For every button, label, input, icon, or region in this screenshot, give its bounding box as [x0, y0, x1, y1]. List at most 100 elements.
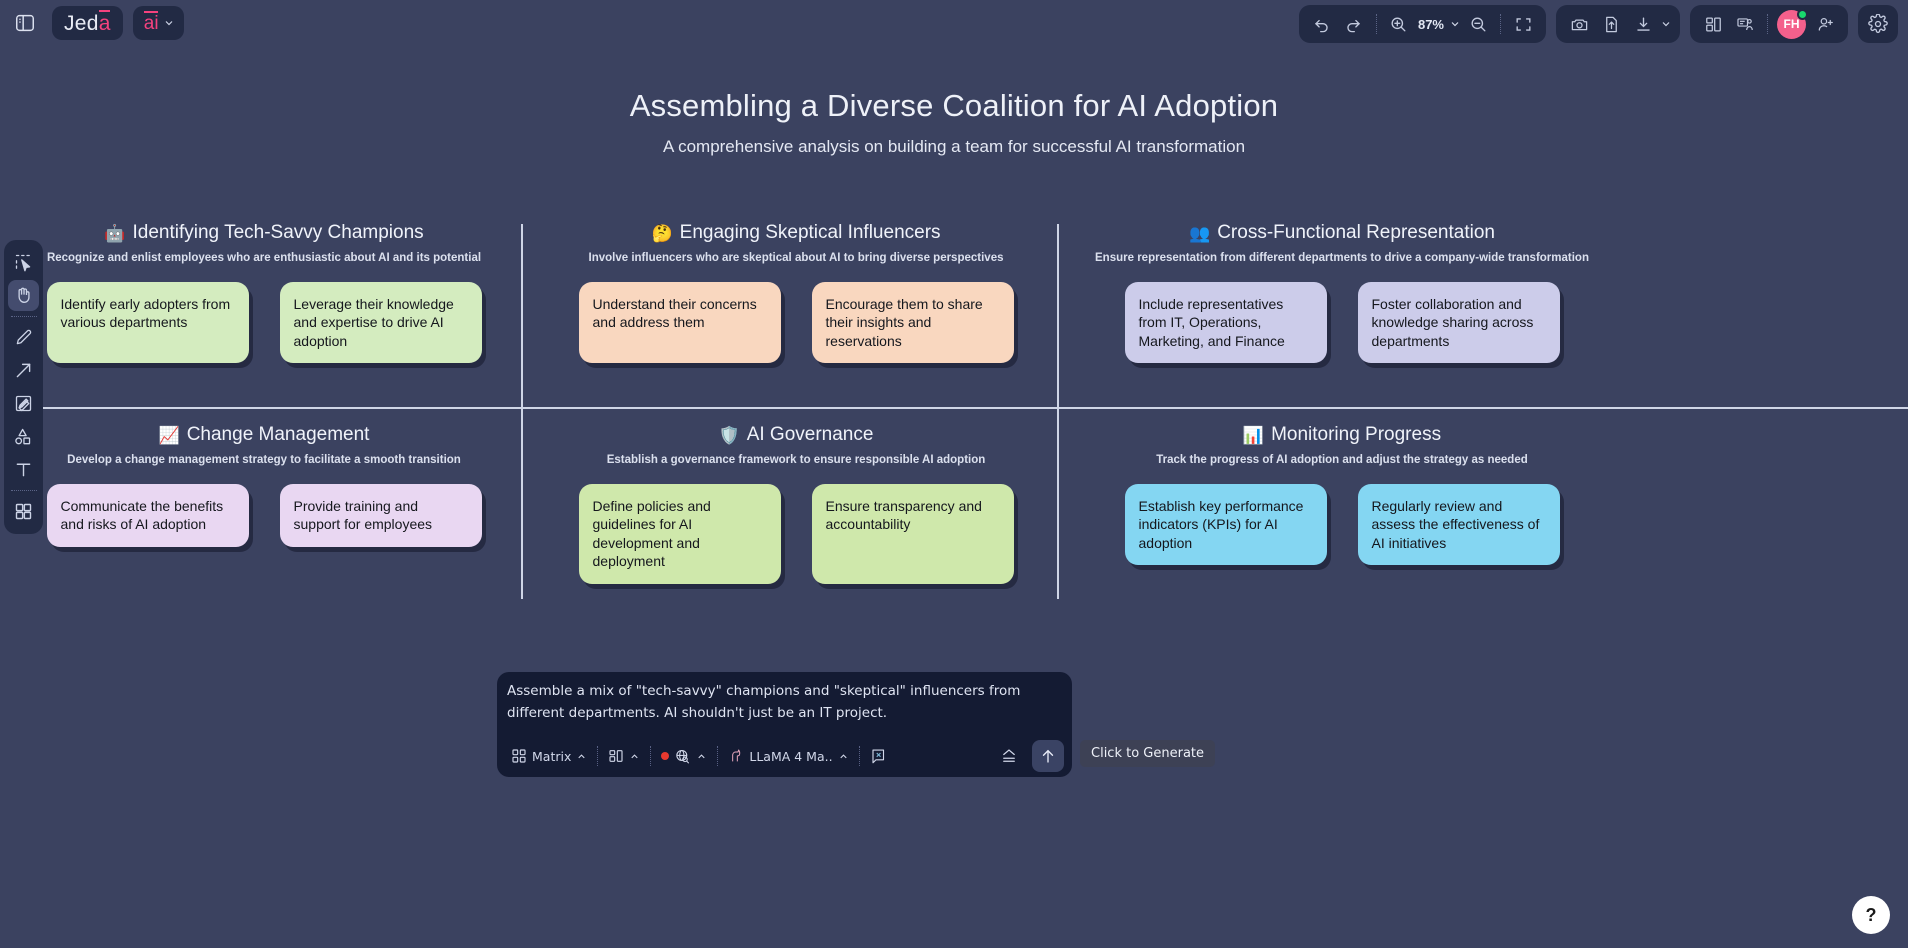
- gear-icon[interactable]: [1863, 9, 1893, 39]
- card-list: Establish key performance indicators (KP…: [1082, 484, 1602, 566]
- quadrant-header: 📊 Monitoring Progress Track the progress…: [1082, 424, 1602, 466]
- quadrant-engaging-skeptical-influencers: 🤔 Engaging Skeptical Influencers Involve…: [546, 222, 1046, 364]
- board-title: Assembling a Diverse Coalition for AI Ad…: [629, 88, 1279, 123]
- pen-tool[interactable]: [8, 322, 39, 353]
- sticky-card[interactable]: Establish key performance indicators (KP…: [1124, 484, 1327, 566]
- image-attach-icon: [872, 749, 884, 764]
- quadrant-subtitle: Establish a governance framework to ensu…: [606, 454, 986, 466]
- quadrant-title-row: 👥 Cross-Functional Representation: [1082, 222, 1602, 244]
- chevron-down-icon: [1451, 22, 1459, 27]
- tool-rail: [4, 240, 43, 534]
- quadrant-title: Monitoring Progress: [1271, 424, 1442, 445]
- divider: [650, 746, 652, 766]
- divider: [10, 316, 37, 317]
- prompt-input[interactable]: Assemble a mix of "tech-savvy" champions…: [507, 683, 1021, 721]
- web-search-toggle[interactable]: [655, 742, 713, 770]
- sticky-card[interactable]: Regularly review and assess the effectiv…: [1357, 484, 1560, 566]
- card-list: Communicate the benefits and risks of AI…: [14, 484, 514, 547]
- camera-icon[interactable]: [1564, 9, 1594, 39]
- card-list: Define policies and guidelines for AI de…: [546, 484, 1046, 584]
- sticky-card[interactable]: Include representatives from IT, Operati…: [1124, 282, 1327, 364]
- board-subtitle: A comprehensive analysis on building a t…: [662, 137, 1246, 156]
- toolbar-right-group: 87%: [1298, 5, 1898, 43]
- zoom-out-icon[interactable]: [1463, 9, 1493, 39]
- grid-divider-vertical: [521, 224, 523, 599]
- sticky-card[interactable]: Communicate the benefits and risks of AI…: [46, 484, 249, 547]
- avatar[interactable]: FH: [1777, 8, 1808, 39]
- help-label: ?: [1865, 904, 1877, 925]
- quadrant-ai-governance: 🛡️ AI Governance Establish a governance …: [546, 424, 1046, 584]
- apps-tool[interactable]: [8, 496, 39, 527]
- chart-increasing-emoji: 📈: [158, 425, 180, 445]
- card-list: Identify early adopters from various dep…: [14, 282, 514, 364]
- panel-toggle-button[interactable]: [8, 6, 42, 40]
- mode-selector-matrix[interactable]: Matrix: [505, 742, 593, 770]
- zoom-level-control[interactable]: 87%: [1416, 17, 1461, 32]
- quadrant-subtitle: Develop a change management strategy to …: [67, 454, 461, 466]
- quadrant-title: AI Governance: [746, 424, 874, 445]
- sticky-card[interactable]: Ensure transparency and accountability: [811, 484, 1014, 584]
- image-attach-button[interactable]: [864, 742, 894, 770]
- undo-icon[interactable]: [1307, 9, 1337, 39]
- divider: [1375, 14, 1377, 34]
- text-tool[interactable]: [8, 454, 39, 485]
- ai-menu-button[interactable]: ai: [132, 6, 184, 40]
- quadrant-header: 🛡️ AI Governance Establish a governance …: [546, 424, 1046, 466]
- quadrant-title-row: 📈 Change Management: [14, 424, 514, 446]
- card-list: Include representatives from IT, Operati…: [1082, 282, 1602, 364]
- sticky-card[interactable]: Provide training and support for employe…: [279, 484, 482, 547]
- quadrant-title-row: 🤔 Engaging Skeptical Influencers: [546, 222, 1046, 244]
- download-icon[interactable]: [1628, 9, 1658, 39]
- fit-screen-icon[interactable]: [1508, 9, 1538, 39]
- grid-divider-vertical: [1057, 224, 1059, 599]
- redo-icon[interactable]: [1339, 9, 1369, 39]
- prompt-actions: [994, 740, 1064, 772]
- quadrant-title: Change Management: [186, 424, 370, 445]
- mode-label: Matrix: [532, 748, 572, 764]
- divider: [1767, 14, 1768, 34]
- ai-label: ai: [143, 10, 159, 34]
- quadrant-subtitle: Ensure representation from different dep…: [1095, 252, 1589, 264]
- quadrant-subtitle: Involve influencers who are skeptical ab…: [588, 252, 1004, 264]
- sticky-card[interactable]: Foster collaboration and knowledge shari…: [1357, 282, 1560, 364]
- layout-icon[interactable]: [1698, 9, 1728, 39]
- sticky-card[interactable]: Understand their concerns and address th…: [578, 282, 781, 364]
- app-logo[interactable]: Jeda: [52, 6, 123, 40]
- history-zoom-group: 87%: [1298, 5, 1546, 43]
- toolbar-left-group: Jeda ai: [8, 6, 184, 40]
- select-tool[interactable]: [8, 247, 39, 278]
- presentation-icon[interactable]: [1730, 9, 1760, 39]
- arrow-tool[interactable]: [8, 355, 39, 386]
- layout-select-icon: [609, 750, 623, 762]
- divider: [858, 746, 860, 766]
- chevron-down-icon[interactable]: [1660, 18, 1672, 30]
- sticky-card[interactable]: Identify early adopters from various dep…: [46, 282, 249, 364]
- expand-button[interactable]: [994, 742, 1024, 770]
- quadrant-title: Identifying Tech-Savvy Champions: [132, 222, 424, 243]
- export-group: [1556, 5, 1680, 43]
- sticky-card[interactable]: Define policies and guidelines for AI de…: [578, 484, 781, 584]
- logo-accent: a: [98, 9, 111, 35]
- sticky-note-tool[interactable]: [8, 388, 39, 419]
- quadrant-header: 🤖 Identifying Tech-Savvy Champions Recog…: [14, 222, 514, 264]
- layout-selector[interactable]: [602, 742, 646, 770]
- quadrant-title-row: 🛡️ AI Governance: [546, 424, 1046, 446]
- generate-button[interactable]: [1032, 740, 1064, 772]
- sticky-card[interactable]: Encourage them to share their insights a…: [811, 282, 1014, 364]
- quadrant-title: Cross-Functional Representation: [1217, 222, 1495, 243]
- help-button[interactable]: ?: [1852, 896, 1890, 934]
- upload-file-icon[interactable]: [1596, 9, 1626, 39]
- card-list: Understand their concerns and address th…: [546, 282, 1046, 364]
- record-dot-icon: [661, 752, 670, 760]
- shield-emoji: 🛡️: [718, 425, 740, 445]
- logo-prefix: Jed: [64, 11, 99, 35]
- zoom-in-icon[interactable]: [1384, 9, 1414, 39]
- add-user-icon[interactable]: [1810, 9, 1840, 39]
- bar-chart-emoji: 📊: [1242, 425, 1265, 445]
- grid-divider-horizontal: [40, 407, 1908, 409]
- sticky-card[interactable]: Leverage their knowledge and expertise t…: [279, 282, 482, 364]
- shapes-tool[interactable]: [8, 421, 39, 452]
- hand-tool[interactable]: [8, 280, 39, 311]
- model-selector[interactable]: LLaMA 4 Ma..: [722, 742, 854, 770]
